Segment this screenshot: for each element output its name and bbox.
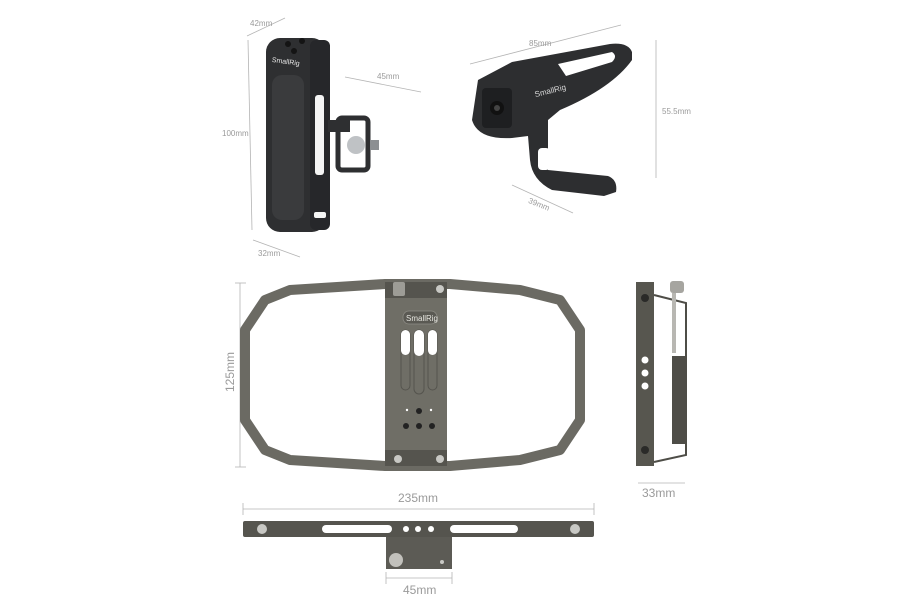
- side-handle: 42mm 100mm 45mm 32mm SmallRig: [222, 17, 422, 258]
- dim-33mm: 33mm: [642, 486, 675, 500]
- dim-39mm: 39mm: [527, 196, 551, 213]
- dim-45mm-arm: 45mm: [377, 72, 400, 81]
- dim-235mm: 235mm: [398, 491, 438, 505]
- dim-55.5mm: 55.5mm: [662, 107, 691, 116]
- dim-100mm: 100mm: [222, 129, 249, 138]
- logo-text-cage: SmallRig: [406, 314, 438, 323]
- dim-45mm-clamp: 45mm: [403, 583, 436, 597]
- phone-cage-side: 33mm: [636, 281, 687, 500]
- dim-32mm: 32mm: [258, 249, 281, 258]
- phone-cage-top: 235mm 45mm: [242, 491, 595, 597]
- phone-cage-front: 125mm SmallRig: [223, 279, 585, 471]
- top-handle: 85mm 55.5mm 39mm SmallRig: [469, 24, 691, 214]
- logo-text: SmallRig: [271, 57, 300, 68]
- dim-42mm: 42mm: [250, 19, 273, 28]
- dim-85mm: 85mm: [529, 39, 552, 48]
- dim-125mm: 125mm: [223, 352, 237, 392]
